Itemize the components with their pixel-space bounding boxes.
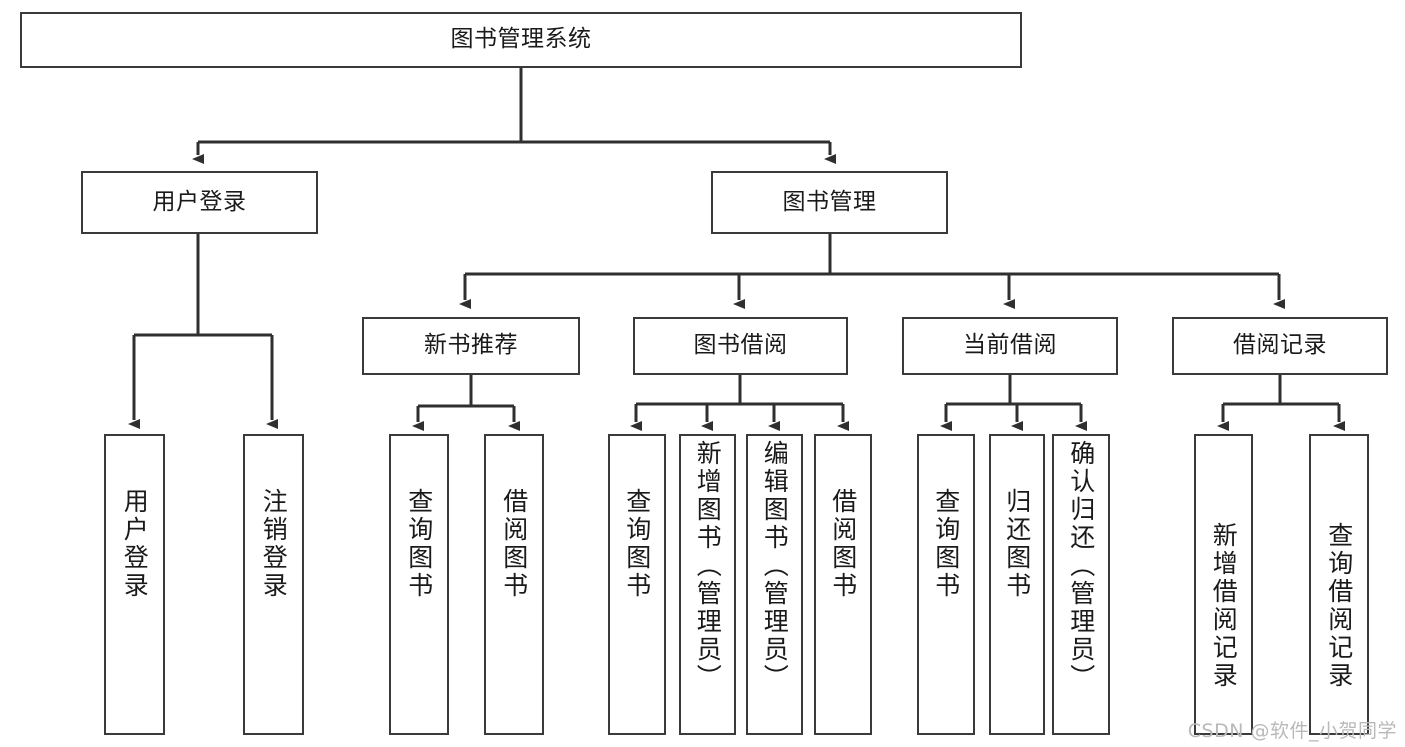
leaf-add-book-admin-label: 新增图书（管理员） [693, 440, 723, 692]
node-root-book-management-system[interactable]: 图书管理系统 [20, 12, 1022, 68]
leaf-query-book-newbook[interactable]: 查询图书 [389, 434, 449, 735]
leaf-edit-book-admin[interactable]: 编辑图书（管理员） [746, 434, 803, 735]
node-current-borrowing[interactable]: 当前借阅 [902, 317, 1118, 375]
node-book-management-label: 图书管理 [782, 188, 877, 215]
node-book-borrowing[interactable]: 图书借阅 [633, 317, 848, 375]
node-new-book-recommendation-label: 新书推荐 [424, 332, 518, 359]
leaf-query-book-borrowing[interactable]: 查询图书 [608, 434, 666, 735]
node-new-book-recommendation[interactable]: 新书推荐 [362, 317, 580, 375]
leaf-edit-book-admin-label: 编辑图书（管理员） [760, 440, 790, 692]
node-borrowing-records[interactable]: 借阅记录 [1172, 317, 1388, 375]
leaf-add-borrow-record-label: 新增借阅记录 [1209, 522, 1239, 690]
leaf-add-book-admin[interactable]: 新增图书（管理员） [679, 434, 736, 735]
leaf-borrow-book-borrowing[interactable]: 借阅图书 [814, 434, 872, 735]
leaf-query-borrow-record-label: 查询借阅记录 [1324, 522, 1354, 690]
watermark-csdn: CSDN @软件_小贺同学 [1187, 720, 1397, 742]
leaf-query-borrow-record[interactable]: 查询借阅记录 [1309, 434, 1369, 735]
leaf-logout[interactable]: 注销登录 [243, 434, 304, 735]
leaf-logout-label: 注销登录 [259, 488, 289, 600]
leaf-return-book[interactable]: 归还图书 [989, 434, 1045, 735]
leaf-query-book-borrowing-label: 查询图书 [622, 488, 652, 600]
node-book-borrowing-label: 图书借阅 [693, 332, 788, 359]
leaf-query-book-current-label: 查询图书 [931, 488, 961, 600]
leaf-add-borrow-record[interactable]: 新增借阅记录 [1194, 434, 1253, 735]
leaf-user-login-label: 用户登录 [120, 488, 150, 600]
node-book-management[interactable]: 图书管理 [711, 171, 948, 234]
leaf-borrow-book-borrowing-label: 借阅图书 [828, 488, 858, 600]
leaf-borrow-book-newbook[interactable]: 借阅图书 [484, 434, 544, 735]
leaf-return-book-label: 归还图书 [1002, 488, 1032, 600]
leaf-query-book-current[interactable]: 查询图书 [917, 434, 975, 735]
node-user-login[interactable]: 用户登录 [81, 171, 318, 234]
node-user-login-label: 用户登录 [152, 188, 247, 215]
leaf-borrow-book-newbook-label: 借阅图书 [499, 488, 529, 600]
leaf-confirm-return-admin-label: 确认归还（管理员） [1066, 440, 1096, 692]
node-root-label: 图书管理系统 [450, 26, 592, 53]
node-current-borrowing-label: 当前借阅 [963, 332, 1057, 359]
leaf-query-book-newbook-label: 查询图书 [404, 488, 434, 600]
leaf-confirm-return-admin[interactable]: 确认归还（管理员） [1052, 434, 1110, 735]
leaf-user-login[interactable]: 用户登录 [104, 434, 165, 735]
node-borrowing-records-label: 借阅记录 [1233, 332, 1327, 359]
